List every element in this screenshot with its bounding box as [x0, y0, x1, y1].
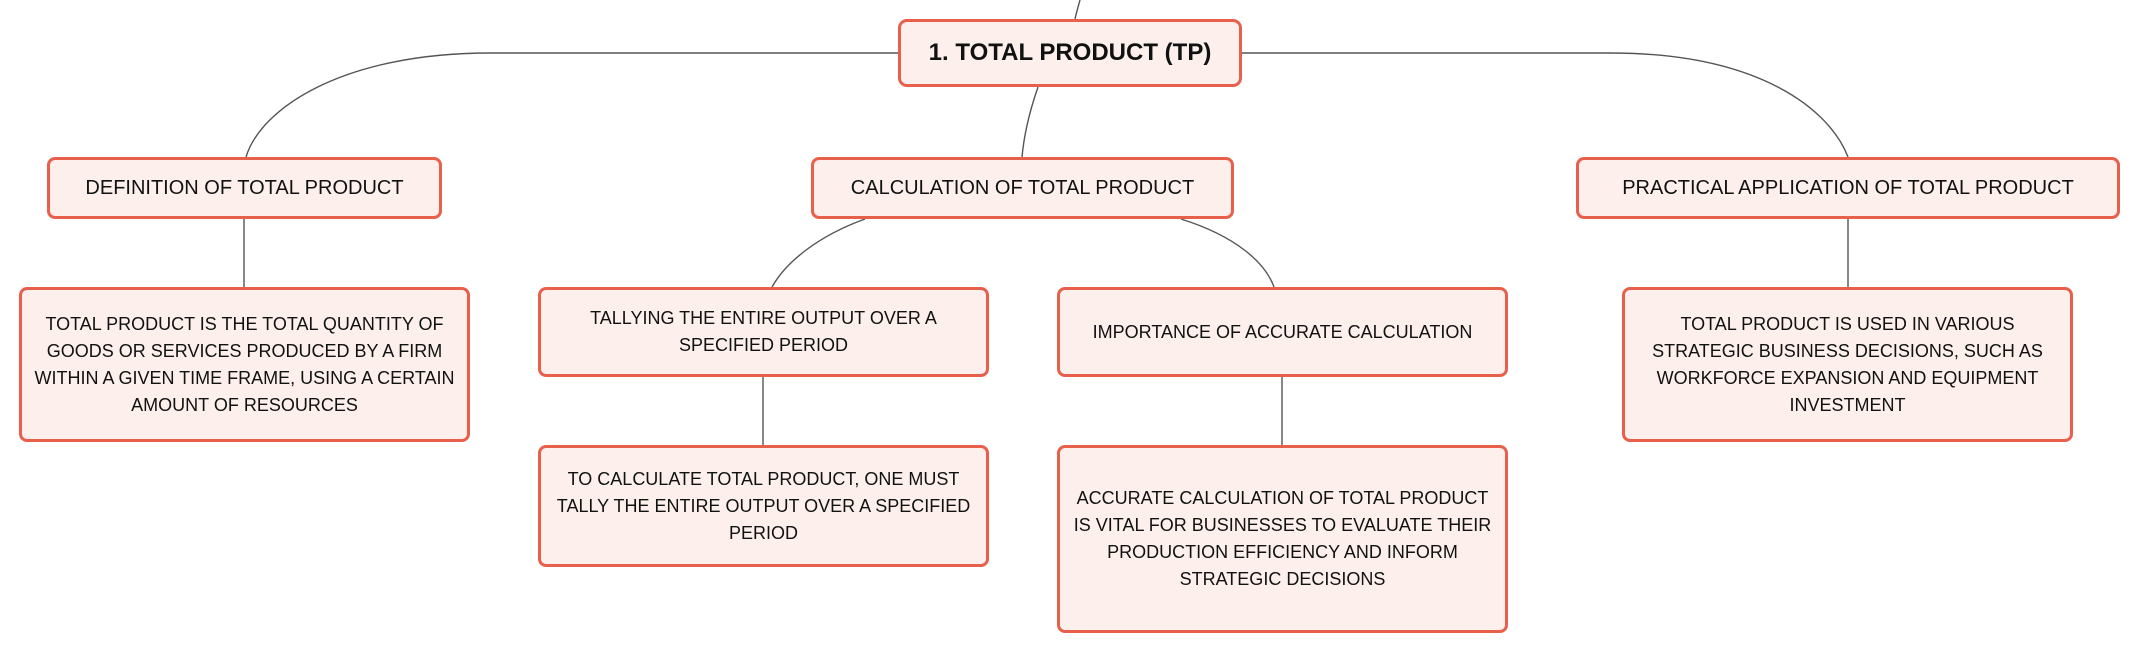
subtopic-node-definition-text[interactable]: TOTAL PRODUCT IS THE TOTAL QUANTITY OF G… — [19, 287, 470, 442]
central-topic-label: 1. TOTAL PRODUCT (TP) — [928, 39, 1212, 66]
subtopic-node-tallying[interactable]: TALLYING THE ENTIRE OUTPUT OVER A SPECIF… — [538, 287, 989, 377]
subtopic-label: IMPORTANCE OF ACCURATE CALCULATION — [1092, 321, 1473, 342]
subtopic-node-importance[interactable]: IMPORTANCE OF ACCURATE CALCULATION — [1057, 287, 1508, 377]
subtopic-label: ACCURATE CALCULATION OF TOTAL PRODUCT IS… — [1073, 488, 1492, 589]
connector-root-definition — [245, 52, 898, 158]
topic-node-calculation[interactable]: CALCULATION OF TOTAL PRODUCT — [811, 157, 1234, 219]
connector-calculation-tallying — [771, 218, 866, 288]
topic-label-calculation: CALCULATION OF TOTAL PRODUCT — [850, 176, 1195, 199]
subtopic-label: TO CALCULATE TOTAL PRODUCT, ONE MUST TAL… — [556, 468, 971, 543]
connector-calculation-importance — [1180, 218, 1275, 288]
subtopic-label: TOTAL PRODUCT IS THE TOTAL QUANTITY OF G… — [34, 313, 455, 415]
connector-root-calculation — [1021, 86, 1039, 158]
subtopic-node-importance-detail[interactable]: ACCURATE CALCULATION OF TOTAL PRODUCT IS… — [1057, 445, 1508, 633]
subtopic-label: TOTAL PRODUCT IS USED IN VARIOUS STRATEG… — [1652, 313, 2043, 415]
topic-label-definition: DEFINITION OF TOTAL PRODUCT — [85, 176, 404, 199]
topic-node-definition[interactable]: DEFINITION OF TOTAL PRODUCT — [47, 157, 442, 219]
connector-root-parent — [1074, 0, 1081, 20]
connector-root-application — [1242, 52, 1849, 158]
topic-node-application[interactable]: PRACTICAL APPLICATION OF TOTAL PRODUCT — [1576, 157, 2120, 219]
central-topic-node[interactable]: 1. TOTAL PRODUCT (TP) — [898, 19, 1242, 87]
subtopic-label: TALLYING THE ENTIRE OUTPUT OVER A SPECIF… — [590, 308, 937, 355]
topic-label-application: PRACTICAL APPLICATION OF TOTAL PRODUCT — [1622, 176, 2074, 199]
subtopic-node-tallying-detail[interactable]: TO CALCULATE TOTAL PRODUCT, ONE MUST TAL… — [538, 445, 989, 567]
subtopic-node-application-text[interactable]: TOTAL PRODUCT IS USED IN VARIOUS STRATEG… — [1622, 287, 2073, 442]
